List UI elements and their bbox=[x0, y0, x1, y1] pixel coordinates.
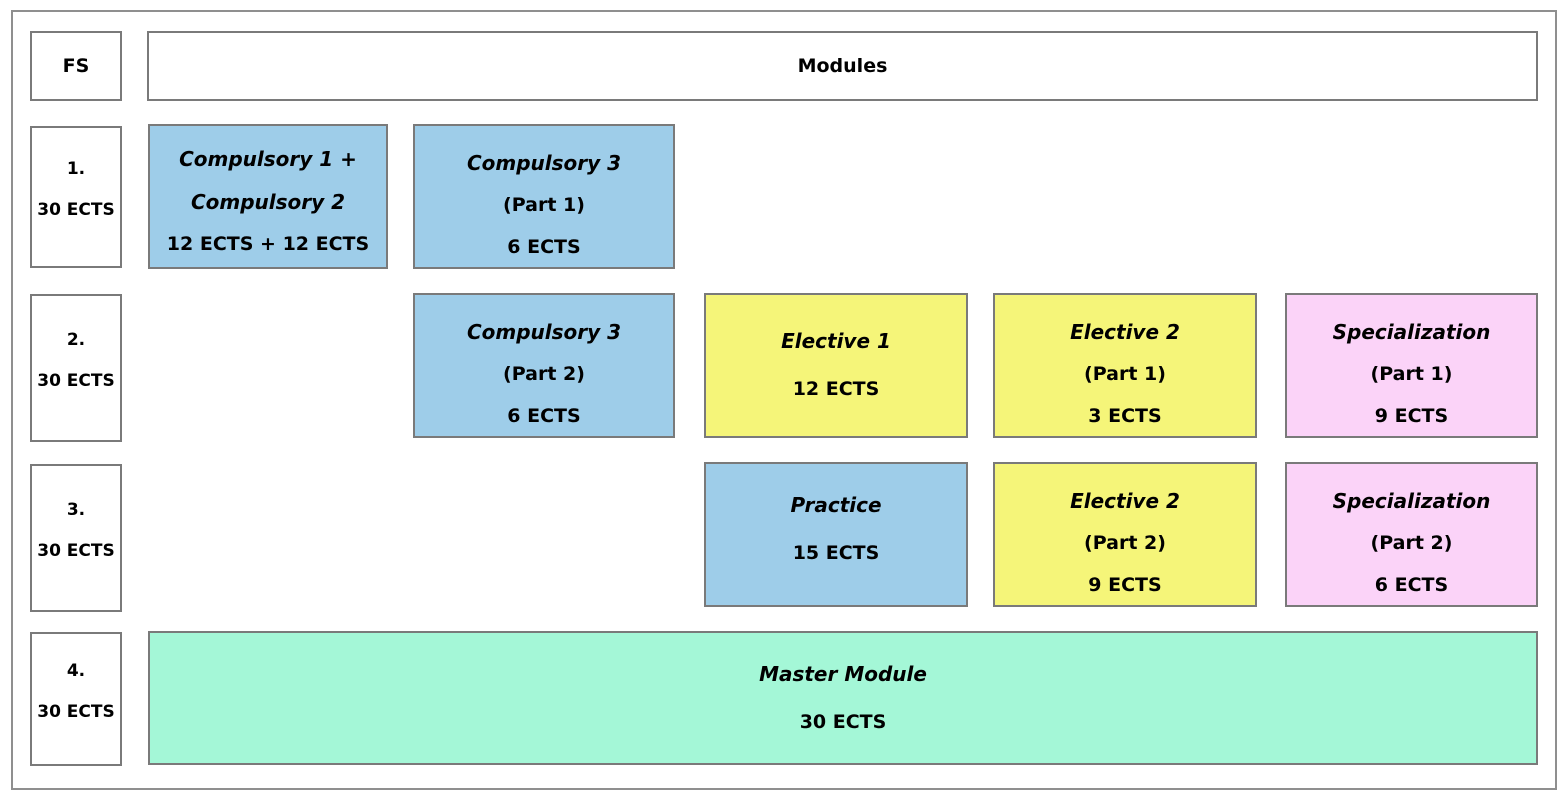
semester-cell-2: 2. 30 ECTS bbox=[30, 294, 122, 442]
module-ects: 6 ECTS bbox=[1374, 573, 1449, 596]
semester-number: 3. bbox=[66, 500, 86, 521]
module-part: (Part 1) bbox=[503, 194, 585, 216]
modules-column-label: Modules bbox=[797, 55, 888, 77]
module-name: Elective 1 bbox=[781, 329, 891, 354]
semester-number: 1. bbox=[66, 159, 86, 180]
semester-number: 4. bbox=[66, 661, 86, 682]
module-ects: 9 ECTS bbox=[1374, 404, 1449, 427]
semester-column-label: FS bbox=[62, 55, 90, 77]
module-part: (Part 2) bbox=[503, 363, 585, 385]
module-part: (Part 1) bbox=[1370, 363, 1453, 385]
module-ects: 9 ECTS bbox=[1088, 573, 1162, 596]
semester-ects: 30 ECTS bbox=[37, 541, 115, 561]
module-name-line-2: Compulsory 2 bbox=[190, 190, 346, 214]
module-name: Compulsory 3 bbox=[466, 320, 622, 344]
module-part: (Part 2) bbox=[1084, 532, 1166, 554]
semester-ects: 30 ECTS bbox=[37, 371, 115, 391]
semester-cell-4: 4. 30 ECTS bbox=[30, 632, 122, 766]
module-box-specialization-part-1[interactable]: Specialization (Part 1) 9 ECTS bbox=[1285, 293, 1538, 438]
module-ects: 12 ECTS + 12 ECTS bbox=[166, 233, 370, 255]
module-name-line-1: Compulsory 1 + bbox=[179, 147, 357, 171]
module-box-elective-1[interactable]: Elective 1 12 ECTS bbox=[704, 293, 968, 438]
module-name: Elective 2 bbox=[1070, 320, 1180, 344]
module-box-compulsory-3-part-2[interactable]: Compulsory 3 (Part 2) 6 ECTS bbox=[413, 293, 675, 438]
module-box-compulsory-3-part-1[interactable]: Compulsory 3 (Part 1) 6 ECTS bbox=[413, 124, 675, 269]
module-ects: 30 ECTS bbox=[799, 710, 887, 733]
semester-ects: 30 ECTS bbox=[37, 200, 115, 220]
semester-cell-1: 1. 30 ECTS bbox=[30, 126, 122, 268]
module-ects: 12 ECTS bbox=[792, 378, 880, 401]
module-name: Specialization bbox=[1332, 320, 1491, 344]
module-name: Elective 2 bbox=[1070, 489, 1180, 513]
module-ects: 15 ECTS bbox=[792, 542, 880, 564]
semester-cell-3: 3. 30 ECTS bbox=[30, 464, 122, 612]
module-ects: 6 ECTS bbox=[507, 404, 581, 427]
module-ects: 6 ECTS bbox=[507, 235, 581, 258]
module-part: (Part 1) bbox=[1084, 363, 1166, 385]
module-part: (Part 2) bbox=[1370, 532, 1453, 554]
module-box-compulsory-1-2[interactable]: Compulsory 1 + Compulsory 2 12 ECTS + 12… bbox=[148, 124, 388, 269]
module-name: Practice bbox=[790, 493, 882, 517]
module-ects: 3 ECTS bbox=[1088, 404, 1162, 427]
module-box-practice[interactable]: Practice 15 ECTS bbox=[704, 462, 968, 607]
header-cell-modules: Modules bbox=[147, 31, 1538, 101]
module-box-specialization-part-2[interactable]: Specialization (Part 2) 6 ECTS bbox=[1285, 462, 1538, 607]
module-box-master-module[interactable]: Master Module 30 ECTS bbox=[148, 631, 1538, 765]
module-name: Compulsory 3 bbox=[466, 151, 622, 175]
module-box-elective-2-part-1[interactable]: Elective 2 (Part 1) 3 ECTS bbox=[993, 293, 1257, 438]
module-name: Master Module bbox=[759, 661, 927, 686]
semester-ects: 30 ECTS bbox=[37, 702, 115, 722]
semester-number: 2. bbox=[66, 330, 86, 351]
module-name: Specialization bbox=[1332, 489, 1491, 513]
header-cell-semester: FS bbox=[30, 31, 122, 101]
module-box-elective-2-part-2[interactable]: Elective 2 (Part 2) 9 ECTS bbox=[993, 462, 1257, 607]
